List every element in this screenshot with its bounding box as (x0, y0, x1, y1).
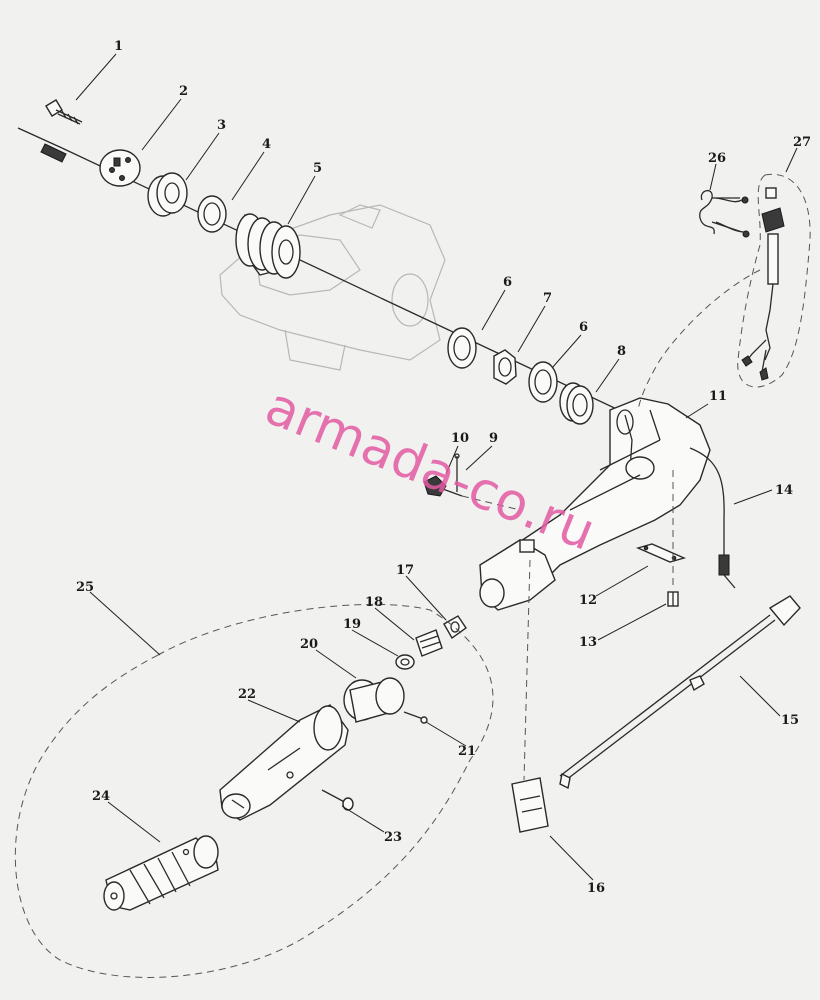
throttle-shaft (559, 595, 801, 790)
bracket-plate (635, 543, 687, 563)
stop-switch (741, 187, 785, 381)
grip-screw (321, 789, 354, 811)
callout-labels: 1 2 3 4 5 6 7 6 8 9 10 11 12 13 14 15 16… (76, 39, 811, 896)
callout-22: 22 (238, 687, 256, 702)
grip-collar (343, 677, 405, 723)
callout-24: 24 (92, 789, 110, 804)
callout-13: 13 (579, 635, 597, 650)
wave-washer-a (447, 327, 477, 369)
bushing (147, 172, 188, 217)
callout-19: 19 (343, 617, 361, 632)
callout-12: 12 (579, 593, 597, 608)
tiller-arm (479, 397, 711, 611)
stop-switch-lanyard (699, 190, 750, 238)
callout-26: 26 (708, 151, 726, 166)
stop-switch-outline (737, 173, 811, 388)
callout-17: 17 (396, 563, 414, 578)
callout-20: 20 (300, 637, 318, 652)
callout-11: 11 (709, 389, 727, 404)
watermark: armada-co.ru (257, 376, 603, 562)
rubber-handle-grip (103, 835, 219, 911)
callout-3: 3 (217, 118, 226, 133)
throttle-grip-body (219, 704, 349, 821)
grip-screw-kit (395, 615, 467, 670)
callout-10: 10 (451, 431, 469, 446)
handle-assembly-outline (14, 603, 494, 978)
callout-14: 14 (775, 483, 793, 498)
wave-washer-b (528, 361, 558, 403)
callout-5: 5 (313, 161, 322, 176)
callout-1: 1 (114, 39, 123, 54)
spring-drum (235, 213, 301, 279)
guide-block (511, 559, 549, 833)
callout-4: 4 (262, 137, 271, 152)
callout-18: 18 (365, 595, 383, 610)
friction-knob (423, 453, 521, 511)
callout-6a: 6 (503, 275, 512, 290)
leader-lines (75, 53, 798, 881)
bolt (45, 99, 83, 125)
callout-9: 9 (489, 431, 498, 446)
flange-plate (99, 149, 141, 187)
plate-screw (667, 591, 679, 607)
switch-link-dash (637, 269, 761, 411)
callout-16: 16 (587, 881, 605, 896)
callout-7: 7 (543, 291, 552, 306)
stop-wire (689, 447, 736, 589)
callout-23: 23 (384, 830, 402, 845)
collar-screw (403, 711, 428, 724)
engine-block-ghost (219, 204, 446, 371)
callout-2: 2 (179, 84, 188, 99)
callout-21: 21 (458, 744, 476, 759)
nut (493, 349, 517, 385)
callout-8: 8 (617, 344, 626, 359)
washer (197, 195, 227, 233)
callout-25: 25 (76, 580, 94, 595)
callout-15: 15 (781, 713, 799, 728)
callout-27: 27 (793, 135, 811, 150)
callout-6b: 6 (579, 320, 588, 335)
o-ring (559, 382, 594, 425)
